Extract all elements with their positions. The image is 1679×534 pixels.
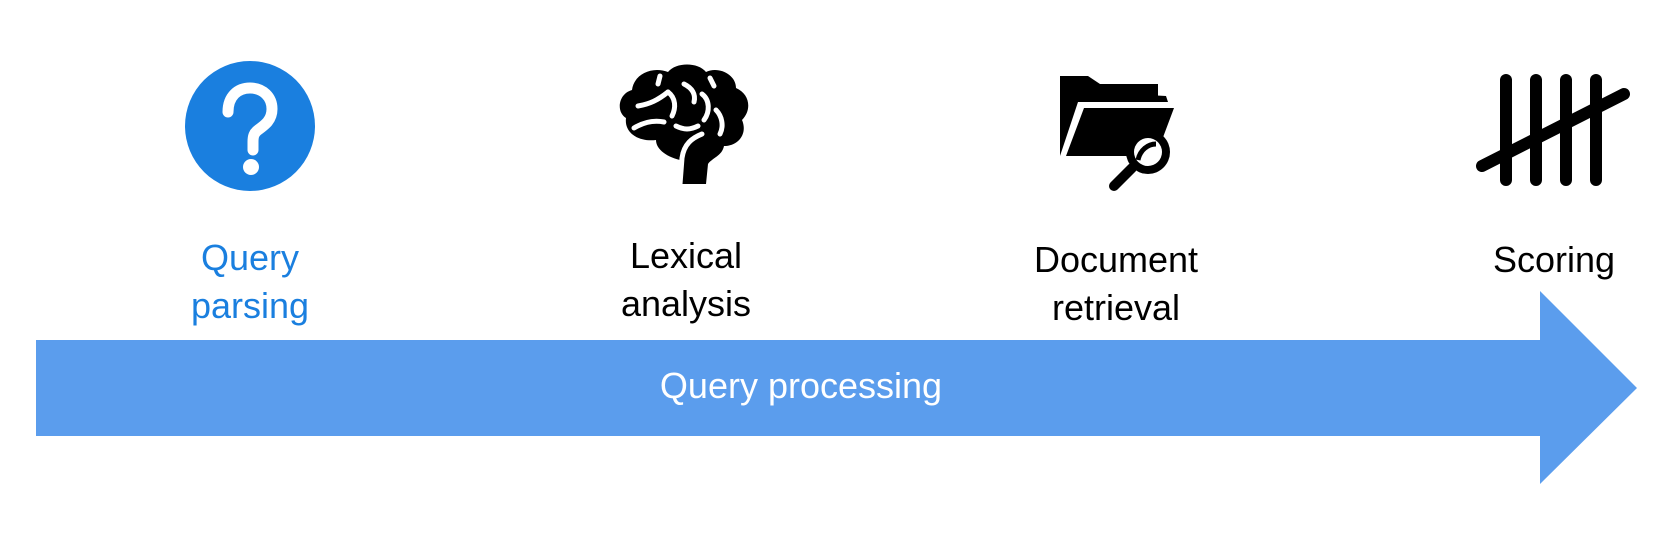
- arrow-label: Query processing: [659, 365, 943, 406]
- step-label-line: Lexical: [629, 235, 743, 276]
- folder-search-icon: [1060, 76, 1174, 191]
- step-label-line: Document: [1033, 239, 1199, 280]
- step-label-query-parsing: Query parsing: [100, 234, 400, 330]
- step-label-scoring: Scoring: [1404, 236, 1679, 284]
- question-circle-icon: [185, 61, 315, 191]
- step-label-line: Query: [200, 237, 300, 278]
- step-label-line: parsing: [190, 285, 310, 326]
- step-label-document-retrieval: Document retrieval: [966, 236, 1266, 332]
- tally-marks-icon: [1476, 74, 1630, 186]
- step-label-lexical-analysis: Lexical analysis: [536, 232, 836, 328]
- step-label-line: Scoring: [1492, 239, 1616, 280]
- brain-icon: [619, 64, 749, 187]
- step-label-line: retrieval: [1051, 287, 1181, 328]
- step-label-line: analysis: [620, 283, 752, 324]
